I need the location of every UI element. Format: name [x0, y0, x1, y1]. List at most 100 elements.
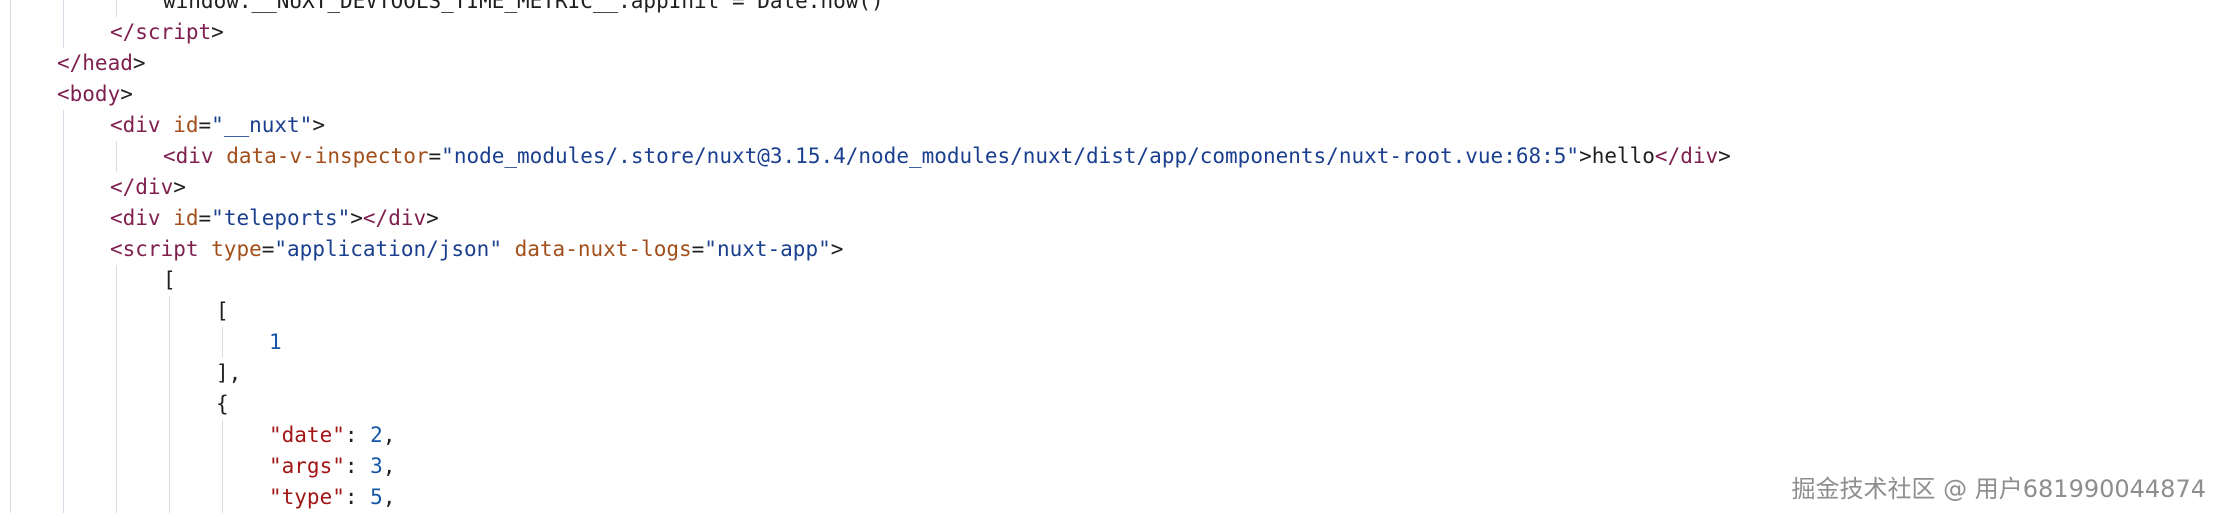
code-token: >	[426, 206, 439, 230]
indent-guide	[10, 172, 11, 203]
code-line-text: 1	[269, 327, 282, 358]
code-line-text: "date": 2,	[269, 420, 395, 451]
code-line: <script type="application/json" data-nux…	[0, 234, 2220, 265]
code-token: =	[691, 237, 705, 261]
code-token: =	[428, 144, 442, 168]
indent-guide	[63, 203, 64, 234]
code-token: ,	[382, 485, 396, 509]
code-line-text: </head>	[57, 48, 146, 79]
indent-guide	[63, 482, 64, 513]
indent-guide	[10, 234, 11, 265]
code-line: [	[0, 296, 2220, 327]
code-line-text: <div data-v-inspector="node_modules/.sto…	[163, 141, 1731, 172]
code-token: </div	[362, 206, 427, 230]
code-token: 2	[370, 423, 383, 447]
code-token: <body	[57, 82, 121, 106]
code-line: <div data-v-inspector="node_modules/.sto…	[0, 141, 2220, 172]
indent-guide	[116, 451, 117, 482]
code-line-text: <div id="__nuxt">	[110, 110, 325, 141]
indent-guide	[10, 141, 11, 172]
code-token: ,	[382, 454, 396, 478]
indent-guide	[63, 265, 64, 296]
code-token: 3	[370, 454, 383, 478]
indent-guide	[169, 389, 170, 420]
code-line-text: "args": 3,	[269, 451, 395, 482]
code-line: 1	[0, 327, 2220, 358]
code-token: >	[211, 20, 224, 44]
code-token: "teleports"	[211, 206, 351, 230]
code-token: type	[211, 237, 262, 261]
code-line: </script>	[0, 17, 2220, 48]
indent-guide	[63, 420, 64, 451]
indent-guide	[10, 48, 11, 79]
indent-guide	[10, 79, 11, 110]
indent-guide	[116, 420, 117, 451]
code-line-text: <script type="application/json" data-nux…	[110, 234, 843, 265]
code-token: [	[216, 299, 229, 323]
code-line-text: <body>	[57, 79, 133, 110]
indent-guide	[63, 234, 64, 265]
indent-guide	[116, 0, 117, 17]
code-token: :	[344, 485, 371, 509]
indent-guide	[169, 420, 170, 451]
code-token: data-nuxt-logs	[514, 237, 692, 261]
indent-guide	[116, 265, 117, 296]
indent-guide	[116, 327, 117, 358]
code-line: "type": 5,	[0, 482, 2220, 513]
code-token: >	[350, 206, 363, 230]
indent-guide	[222, 451, 223, 482]
code-token: "nuxt-app"	[704, 237, 831, 261]
indent-guide	[63, 451, 64, 482]
indent-guide	[63, 141, 64, 172]
code-token: </div	[110, 175, 174, 199]
indent-guide	[116, 358, 117, 389]
code-token: >	[830, 237, 844, 261]
indent-guide	[10, 265, 11, 296]
code-line-text: </script>	[110, 17, 224, 48]
code-token: id	[173, 206, 199, 230]
code-line: "date": 2,	[0, 420, 2220, 451]
code-line: <div id="__nuxt">	[0, 110, 2220, 141]
code-line-text: window.__NUXT_DEVTOOLS_TIME_METRIC__.app…	[163, 0, 884, 17]
code-token: <div	[110, 206, 174, 230]
code-token: window.__NUXT_DEVTOOLS_TIME_METRIC__.app…	[163, 0, 884, 13]
code-line-text: ],	[216, 358, 241, 389]
code-token: "node_modules/.store/nuxt@3.15.4/node_mo…	[441, 144, 1580, 168]
code-line-text: </div>	[110, 172, 186, 203]
indent-guide	[10, 482, 11, 513]
code-line: <div id="teleports"></div>	[0, 203, 2220, 234]
code-line: </head>	[0, 48, 2220, 79]
indent-guide	[10, 17, 11, 48]
code-token: id	[173, 113, 199, 137]
indent-guide	[10, 451, 11, 482]
code-line: <body>	[0, 79, 2220, 110]
watermark: 掘金技术社区 @ 用户681990044874	[1791, 475, 2207, 503]
indent-guide	[222, 420, 223, 451]
code-token: <script	[110, 237, 212, 261]
code-token: "application/json"	[274, 237, 502, 261]
code-token	[502, 237, 515, 261]
code-token: =	[198, 113, 212, 137]
indent-guide	[10, 358, 11, 389]
code-token: "args"	[269, 454, 345, 478]
indent-guide	[63, 110, 64, 141]
code-line: [	[0, 265, 2220, 296]
code-token: >	[173, 175, 186, 199]
indent-guide	[169, 327, 170, 358]
code-line-text: {	[216, 389, 229, 420]
code-line: </div>	[0, 172, 2220, 203]
code-token: =	[261, 237, 275, 261]
code-line-text: "type": 5,	[269, 482, 395, 513]
code-token: >	[120, 82, 133, 106]
code-token: ],	[216, 361, 242, 385]
indent-guide	[10, 389, 11, 420]
code-line-text: <div id="teleports"></div>	[110, 203, 439, 234]
code-line-text: [	[216, 296, 229, 327]
code-token: 1	[269, 330, 282, 354]
code-token: </head	[57, 51, 133, 75]
code-token: >	[1718, 144, 1731, 168]
code-token: {	[216, 392, 229, 416]
code-token: :	[344, 454, 371, 478]
